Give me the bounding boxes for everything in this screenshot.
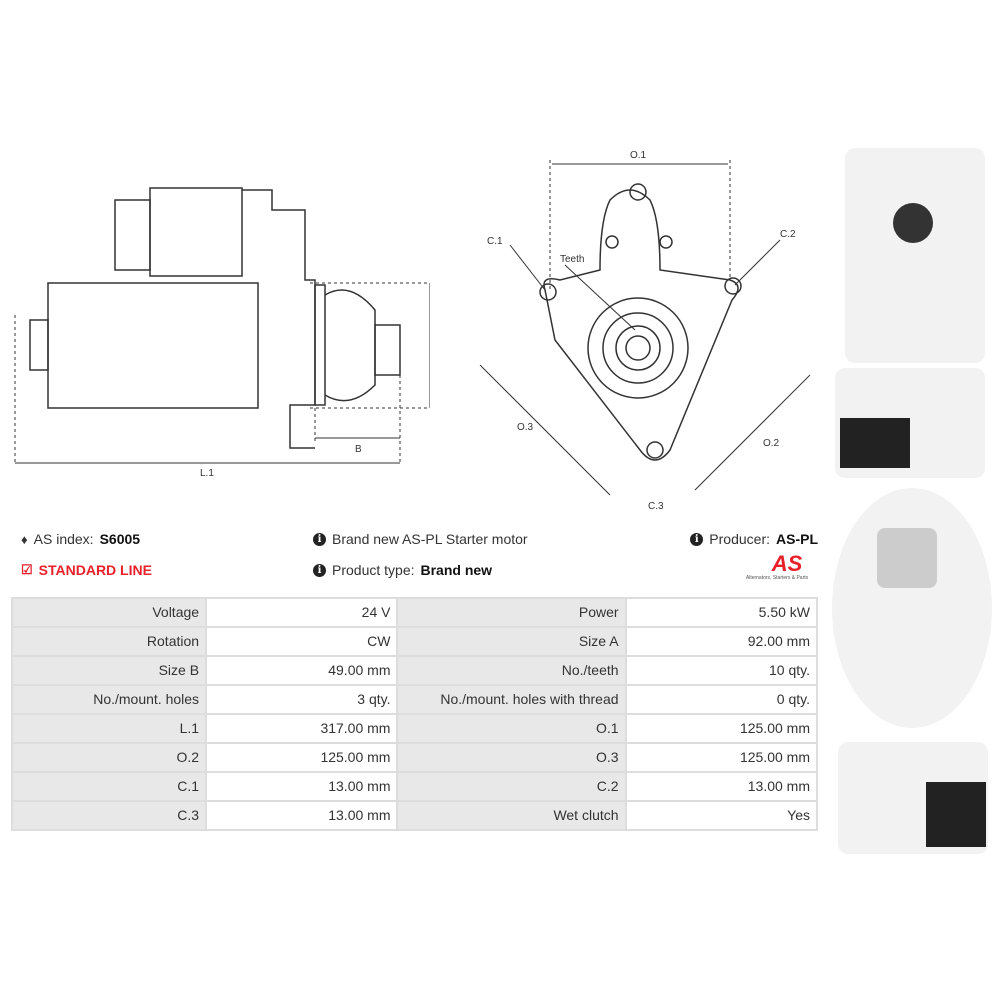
spec-value: 49.00 mm — [205, 655, 399, 686]
spec-value: 92.00 mm — [624, 626, 819, 657]
spec-label: C.2 — [396, 771, 627, 802]
label-c2: C.2 — [780, 229, 796, 240]
spec-value: 24 V — [205, 597, 399, 628]
spec-value: 10 qty. — [624, 655, 819, 686]
spec-value: 0 qty. — [624, 684, 819, 715]
spec-value: 5.50 kW — [624, 597, 819, 628]
spec-label: Power — [396, 597, 627, 628]
product-photo-side[interactable] — [835, 368, 985, 478]
spec-value: 317.00 mm — [205, 713, 399, 744]
description-text: Brand new AS-PL Starter motor — [332, 531, 528, 547]
product-photo-front[interactable] — [845, 148, 985, 363]
spec-label: O.1 — [396, 713, 627, 744]
as-index: ♦ AS index: S6005 — [21, 531, 140, 547]
spec-label: Wet clutch — [396, 800, 627, 831]
standard-line-label: STANDARD LINE — [38, 562, 152, 578]
label-teeth: Teeth — [560, 254, 584, 265]
spec-value: 125.00 mm — [624, 742, 819, 773]
spec-value: 125.00 mm — [205, 742, 399, 773]
spec-label: No./mount. holes with thread — [396, 684, 627, 715]
spec-label: O.3 — [396, 742, 627, 773]
standard-line: ☑ STANDARD LINE — [21, 562, 152, 578]
info-icon: i — [313, 532, 326, 546]
info-icon: i — [313, 563, 326, 577]
product-photo-rear[interactable] — [832, 488, 992, 728]
label-o2: O.2 — [763, 438, 780, 449]
spec-value: 13.00 mm — [205, 800, 399, 831]
spec-label: No./teeth — [396, 655, 627, 686]
as-index-label: AS index: — [33, 531, 94, 547]
as-pl-logo: AS Alternators, Starters & Parts — [736, 551, 818, 582]
spec-label: Size B — [10, 655, 208, 686]
info-icon: i — [690, 532, 704, 546]
spec-value: 125.00 mm — [624, 713, 819, 744]
product-type-value: Brand new — [420, 562, 493, 578]
front-view-diagram: O.1 C.1 C.2 Teeth O.3 O.2 C.3 — [479, 150, 811, 512]
as-index-value: S6005 — [99, 531, 141, 547]
spec-label: Voltage — [10, 597, 208, 628]
producer-value: AS-PL — [776, 531, 818, 547]
label-c3: C.3 — [648, 501, 664, 512]
label-o3: O.3 — [517, 422, 534, 433]
product-photo-angle[interactable] — [838, 742, 988, 854]
logo-tagline: Alternators, Starters & Parts — [745, 575, 809, 581]
producer: i Producer: AS-PL — [690, 531, 818, 547]
label-c1: C.1 — [487, 236, 503, 247]
product-type: i Product type: Brand new — [313, 562, 492, 578]
spec-label: O.2 — [10, 742, 208, 773]
producer-label: Producer: — [709, 531, 770, 547]
spec-label: Size A — [396, 626, 627, 657]
label-o1: O.1 — [630, 150, 647, 161]
side-view-diagram: A B L.1 — [14, 187, 430, 479]
checkbox-icon: ☑ — [21, 562, 33, 577]
spec-label: L.1 — [10, 713, 208, 744]
label-l1: L.1 — [200, 468, 214, 479]
spec-value: CW — [205, 626, 399, 657]
spec-value: 13.00 mm — [624, 771, 819, 802]
spec-label: Rotation — [10, 626, 208, 657]
spec-label: No./mount. holes — [10, 684, 208, 715]
description: i Brand new AS-PL Starter motor — [313, 531, 528, 547]
tag-icon: ♦ — [21, 531, 28, 547]
product-type-label: Product type: — [332, 562, 415, 578]
spec-label: C.3 — [10, 800, 208, 831]
logo-text: AS — [771, 551, 803, 576]
spec-label: C.1 — [10, 771, 208, 802]
spec-value: Yes — [624, 800, 819, 831]
spec-value: 13.00 mm — [205, 771, 399, 802]
label-b: B — [355, 444, 362, 455]
spec-value: 3 qty. — [205, 684, 399, 715]
